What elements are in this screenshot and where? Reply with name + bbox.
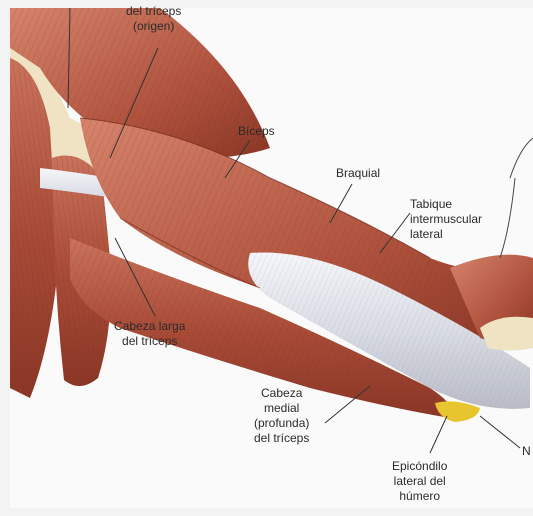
label-epicondilo-line3: húmero — [392, 489, 447, 504]
label-cut: N — [522, 444, 531, 459]
label-triceps-origin-line2: (origen) — [126, 19, 181, 34]
label-braquial: Braquial — [336, 166, 380, 181]
label-tabique: Tabique intermuscular lateral — [410, 197, 482, 242]
frame-border-top — [0, 0, 533, 8]
label-triceps-origin-line1: del tríceps — [126, 4, 181, 19]
label-triceps-origin: del tríceps (origen) — [126, 4, 181, 34]
frame-border-bottom — [0, 508, 533, 516]
label-cut-text: N — [522, 444, 531, 459]
label-cabeza-medial-line2: medial — [254, 401, 309, 416]
label-cabeza-medial-line3: (profunda) — [254, 416, 309, 431]
leader-line-epicondilo — [430, 416, 447, 453]
label-tabique-line2: intermuscular — [410, 212, 482, 227]
label-tabique-line3: lateral — [410, 227, 482, 242]
arm-outline — [510, 138, 533, 178]
label-cabeza-medial-line1: Cabeza — [254, 386, 309, 401]
label-biceps-text: Bíceps — [238, 124, 275, 139]
label-cabeza-larga-line2: del tríceps — [114, 334, 185, 349]
label-cabeza-larga-line1: Cabeza larga — [114, 319, 185, 334]
label-braquial-text: Braquial — [336, 166, 380, 181]
label-epicondilo: Epicóndilo lateral del húmero — [392, 459, 447, 504]
leader-line-cut — [480, 416, 520, 448]
label-biceps: Bíceps — [238, 124, 275, 139]
frame-border-left — [0, 0, 10, 516]
label-cabeza-medial: Cabeza medial (profunda) del tríceps — [254, 386, 309, 446]
label-cabeza-medial-line4: del tríceps — [254, 431, 309, 446]
arm-outline-lower — [500, 178, 515, 258]
epicondyle-shape — [435, 401, 480, 422]
label-cabeza-larga: Cabeza larga del tríceps — [114, 319, 185, 349]
label-epicondilo-line1: Epicóndilo — [392, 459, 447, 474]
label-tabique-line1: Tabique — [410, 197, 482, 212]
label-epicondilo-line2: lateral del — [392, 474, 447, 489]
